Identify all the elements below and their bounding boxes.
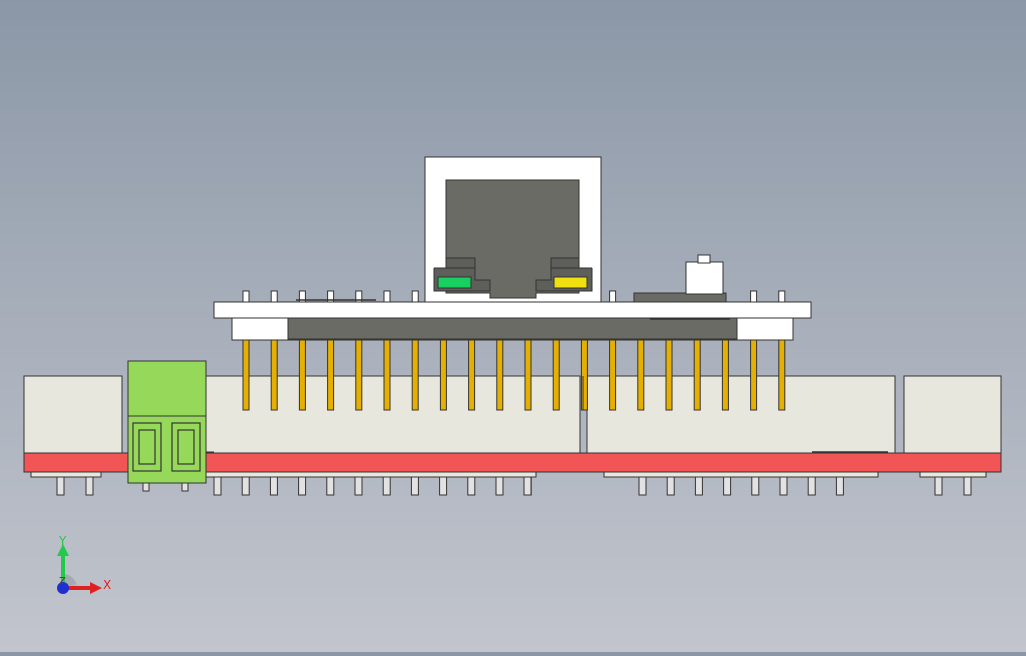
left-header-housing bbox=[23, 375, 123, 455]
pin-spacer bbox=[603, 471, 879, 478]
pin-spacer bbox=[30, 471, 102, 478]
gold-pin bbox=[468, 339, 476, 411]
axis-y-label: Y bbox=[58, 534, 67, 548]
gold-pin bbox=[298, 339, 306, 411]
rj45-jack bbox=[424, 156, 602, 303]
gold-pin bbox=[637, 339, 645, 411]
center-right-header-housing bbox=[586, 375, 896, 455]
screw-terminal-block bbox=[127, 360, 214, 492]
module-top-pin bbox=[778, 290, 786, 303]
z-axis-dot bbox=[57, 582, 69, 594]
axis-triad: Y X Z bbox=[57, 534, 111, 594]
gold-pin bbox=[411, 339, 419, 411]
axis-x-label: X bbox=[103, 578, 111, 592]
gold-pin bbox=[270, 339, 278, 411]
rj45-socket bbox=[445, 179, 580, 299]
module-chip bbox=[287, 317, 738, 340]
gold-pin bbox=[524, 339, 532, 411]
small-ic bbox=[633, 292, 727, 303]
gold-pin bbox=[609, 339, 617, 411]
pcb-board bbox=[23, 452, 1002, 473]
gold-pin bbox=[721, 339, 729, 411]
module-top-pin bbox=[609, 290, 617, 303]
center-left-header-housing bbox=[205, 375, 581, 455]
axis-z-label: Z bbox=[59, 576, 66, 587]
pin-spacer bbox=[205, 471, 537, 478]
module-top-pin bbox=[411, 290, 419, 303]
gold-pin bbox=[552, 339, 560, 411]
ethernet-module bbox=[213, 254, 812, 341]
module-top-pin bbox=[383, 290, 391, 303]
module-top-pin bbox=[242, 290, 250, 303]
link-led-green bbox=[437, 276, 472, 289]
module-top-pin bbox=[750, 290, 758, 303]
gold-pin bbox=[580, 339, 588, 411]
activity-led-yellow bbox=[553, 276, 588, 289]
pin-spacer bbox=[919, 471, 987, 478]
gold-pin bbox=[383, 339, 391, 411]
module-top-pin bbox=[270, 290, 278, 303]
gold-pin bbox=[693, 339, 701, 411]
gold-pin bbox=[665, 339, 673, 411]
gold-pin bbox=[242, 339, 250, 411]
crystal-component bbox=[685, 261, 724, 295]
gold-pin bbox=[355, 339, 363, 411]
right-header-housing bbox=[903, 375, 1002, 455]
gold-pin bbox=[327, 339, 335, 411]
gold-pin bbox=[496, 339, 504, 411]
gold-pin bbox=[439, 339, 447, 411]
module-top-plate bbox=[213, 301, 812, 319]
gold-pin bbox=[750, 339, 758, 411]
gold-pin bbox=[778, 339, 786, 411]
